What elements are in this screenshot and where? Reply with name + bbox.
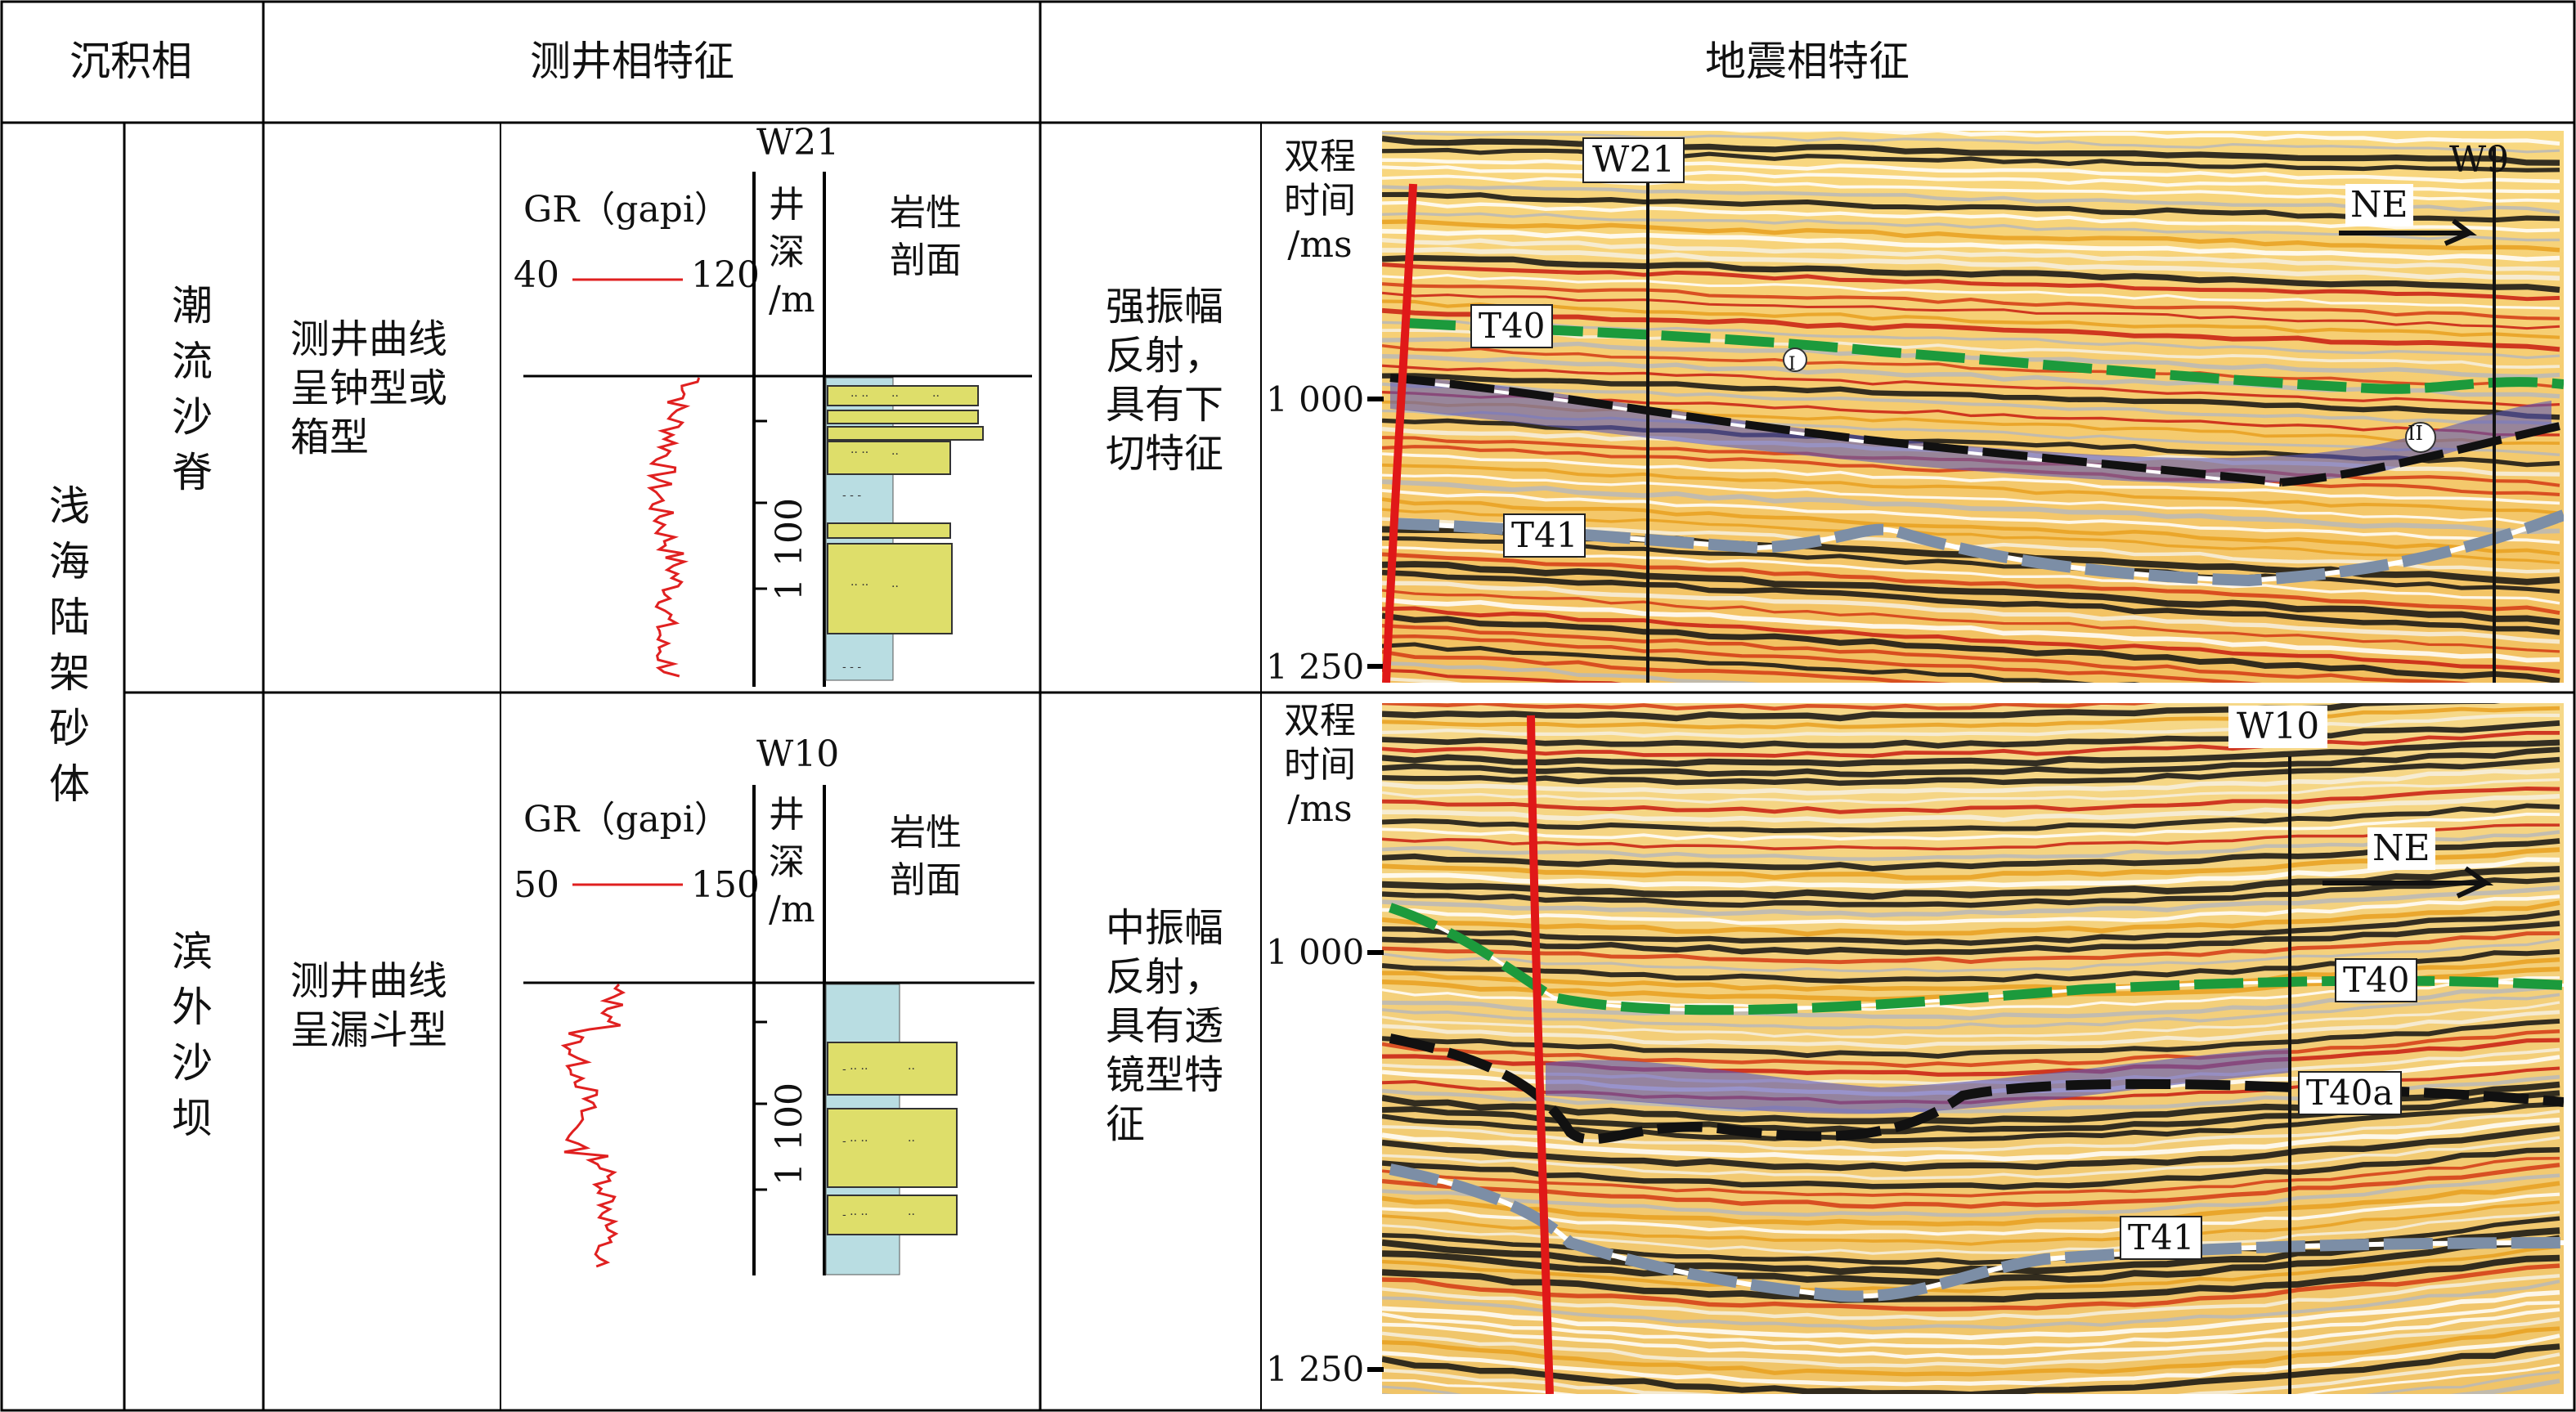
svg-text:·· ··: ·· ·· (850, 579, 868, 592)
time-tick-1250-1: 1 250 (1266, 647, 1365, 687)
svg-text:··: ·· (891, 390, 899, 403)
litho-label-2: 岩性 剖面 (890, 812, 962, 901)
svg-text:··: ·· (891, 580, 899, 594)
svg-text:··: ·· (908, 1063, 915, 1076)
svg-text:- - -: - - - (842, 489, 861, 502)
horizon-t40-1: T40 (1470, 304, 1554, 348)
svg-text:- - -: - - - (842, 661, 861, 674)
direction-ne-1: NE (2345, 184, 2413, 226)
gr-min-1: 40 (514, 254, 559, 296)
log-desc-2: 测井曲线 呈漏斗型 (290, 958, 448, 1053)
time-label-1: 双程 时间 /ms (1284, 136, 1356, 266)
horizon-t41-2: T41 (2120, 1216, 2203, 1260)
gr-max-2: 150 (691, 864, 760, 906)
header-facies: 沉积相 (70, 38, 192, 85)
seis-desc-1: 强振幅 反射， 具有下 切特征 (1106, 284, 1224, 477)
depth-label-1: 井 深 /m (769, 184, 815, 321)
svg-text:··: ·· (891, 448, 899, 461)
horizon-t40-2: T40 (2335, 958, 2418, 1002)
gr-min-2: 50 (514, 864, 559, 906)
well-tag-w10: W10 (2228, 706, 2328, 748)
depth-label-2: 井 深 /m (769, 794, 815, 930)
horizon-t40a-2: T40a (2298, 1071, 2402, 1115)
header-log: 测井相特征 (530, 38, 734, 85)
well-tag-w21: W21 (1582, 137, 1685, 183)
subfacies-2: 滨外沙坝 (172, 928, 213, 1142)
svg-text:··: ·· (908, 1208, 915, 1221)
seis-desc-2: 中振幅 反射， 具有透 镜型特 征 (1106, 905, 1224, 1147)
well-name-1: W21 (756, 122, 840, 164)
time-tick-1000-2: 1 000 (1266, 932, 1365, 972)
well-name-2: W10 (756, 733, 840, 775)
well-tag-w9: W9 (2449, 139, 2510, 181)
svg-text:- ·· ··: - ·· ·· (842, 1135, 868, 1148)
svg-text:- ·· ··: - ·· ·· (842, 1063, 868, 1076)
svg-text:··: ·· (932, 390, 940, 403)
log-desc-1: 测井曲线 呈钟型或 箱型 (290, 316, 448, 460)
direction-ne-2: NE (2367, 827, 2435, 870)
svg-text:·· ··: ·· ·· (850, 390, 868, 403)
time-tick-1250-2: 1 250 (1266, 1349, 1365, 1389)
marker-i: I (1788, 354, 1796, 374)
svg-text:- ·· ··: - ·· ·· (842, 1208, 868, 1221)
group-label: 浅海陆架砂体 (49, 482, 90, 808)
marker-ii: II (2408, 422, 2423, 445)
time-tick-1000-1: 1 000 (1266, 379, 1365, 419)
header-seismic: 地震相特征 (1705, 38, 1910, 85)
svg-text:·· ··: ·· ·· (850, 446, 868, 459)
gr-max-1: 120 (691, 254, 760, 296)
litho-label-1: 岩性 剖面 (890, 192, 962, 281)
gr-label-1: GR（gapi） (523, 189, 730, 231)
time-label-2: 双程 时间 /ms (1284, 700, 1356, 830)
subfacies-1: 潮流沙脊 (172, 282, 213, 496)
horizon-t41-1: T41 (1503, 513, 1586, 558)
svg-text:··: ·· (908, 1135, 915, 1148)
gr-label-2: GR（gapi） (523, 799, 730, 840)
